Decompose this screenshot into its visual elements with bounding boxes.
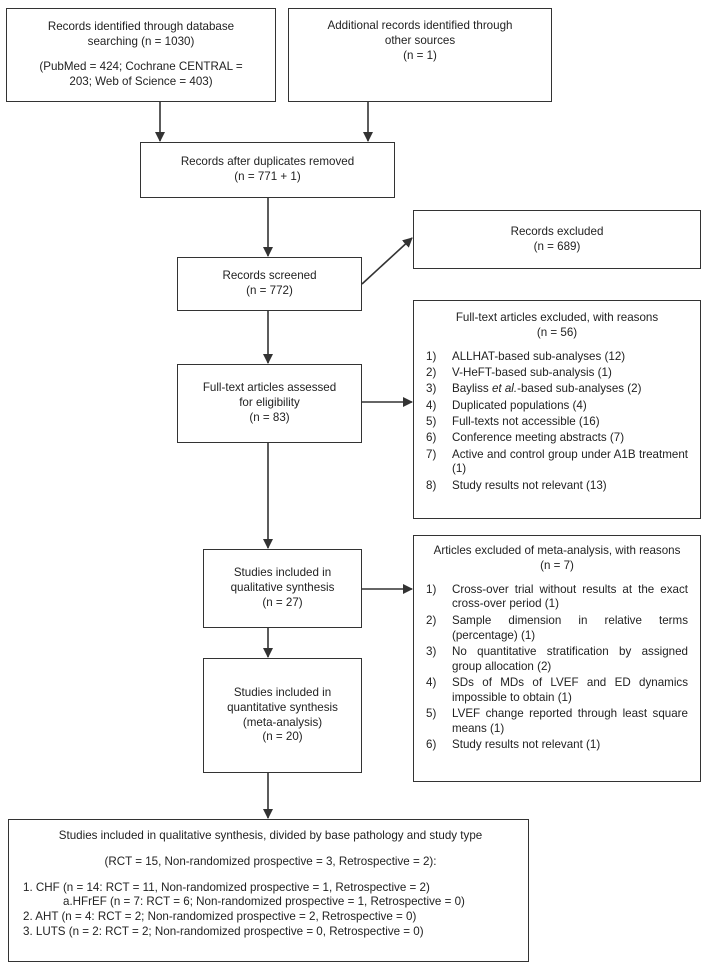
records-identified-database-line1: Records identified through database: [47, 20, 235, 34]
records-excluded-line2: (n = 689): [533, 239, 581, 253]
records-identified-other-box: Additional records identified through ot…: [288, 8, 552, 102]
list-item: 3)No quantitative stratification by assi…: [426, 644, 688, 673]
qualitative-synthesis-line2: qualitative synthesis: [230, 581, 335, 595]
records-identified-other-line2: other sources: [384, 33, 456, 47]
final-item-aht: 2. AHT (n = 4: RCT = 2; Non-randomized p…: [23, 910, 417, 924]
fulltext-assessed-box: Full-text articles assessed for eligibil…: [177, 364, 362, 443]
list-item: 8)Study results not relevant (13): [426, 478, 607, 492]
records-identified-database-line4: 203; Web of Science = 403): [69, 74, 213, 88]
final-included-box: Studies included in qualitative synthesi…: [8, 819, 529, 962]
quantitative-synthesis-line4: (n = 20): [262, 730, 303, 744]
quantitative-synthesis-line1: Studies included in: [233, 685, 332, 699]
meta-excluded-title: Articles excluded of meta-analysis, with…: [433, 544, 681, 557]
list-item: 1)ALLHAT-based sub-analyses (12): [426, 349, 626, 363]
list-item: 6)Study results not relevant (1): [426, 738, 601, 752]
records-identified-database-box: Records identified through database sear…: [6, 8, 276, 102]
records-identified-other-line1: Additional records identified through: [327, 19, 513, 32]
records-screened-line1: Records screened: [222, 269, 317, 283]
final-item-chf: 1. CHF (n = 14: RCT = 11, Non-randomized…: [23, 880, 430, 894]
list-item: 6)Conference meeting abstracts (7): [426, 431, 625, 445]
final-included-title: Studies included in qualitative synthesi…: [58, 829, 483, 842]
list-item: 4)Duplicated populations (4): [426, 398, 587, 412]
fulltext-excluded-count: (n = 56): [536, 325, 578, 339]
list-item: 4)SDs of MDs of LVEF and ED dynamics imp…: [426, 676, 688, 704]
records-identified-database-line2: searching (n = 1030): [87, 35, 195, 49]
final-item-hfref: a.HFrEF (n = 7: RCT = 6; Non-randomized …: [63, 895, 465, 909]
list-item: 3)Bayliss et al.-based sub-analyses (2): [426, 382, 642, 396]
meta-excluded-box: Articles excluded of meta-analysis, with…: [413, 535, 701, 782]
fulltext-excluded-box: Full-text articles excluded, with reason…: [413, 300, 701, 519]
list-item: 2)Sample dimension in relative terms (pe…: [426, 613, 688, 642]
meta-excluded-count: (n = 7): [540, 558, 574, 572]
records-identified-database-line3: (PubMed = 424; Cochrane CENTRAL =: [39, 60, 243, 73]
fulltext-assessed-line3: (n = 83): [249, 410, 290, 424]
final-included-summary: (RCT = 15, Non-randomized prospective = …: [104, 854, 437, 868]
records-identified-other-line3: (n = 1): [403, 48, 437, 62]
records-excluded-box: Records excluded (n = 689): [413, 210, 701, 269]
records-screened-line2: (n = 772): [246, 284, 293, 297]
meta-excluded-reasons-list: 1)Cross-over trial without results at th…: [426, 583, 688, 754]
list-item: 2)V-HeFT-based sub-analysis (1): [426, 365, 612, 379]
records-after-duplicates-box: Records after duplicates removed (n = 77…: [140, 142, 395, 198]
records-screened-box: Records screened (n = 772): [177, 257, 362, 311]
qualitative-synthesis-line3: (n = 27): [262, 595, 303, 609]
qualitative-synthesis-box: Studies included in qualitative synthesi…: [203, 549, 362, 628]
quantitative-synthesis-line3: (meta-analysis): [242, 715, 323, 729]
fulltext-assessed-line2: for eligibility: [239, 396, 300, 410]
arrow-screened-to-excluded: [361, 237, 413, 285]
qualitative-synthesis-line1: Studies included in: [233, 566, 332, 580]
list-item: 5)Full-texts not accessible (16): [426, 414, 600, 428]
records-after-duplicates-line2: (n = 771 + 1): [234, 170, 301, 183]
list-item: 1)Cross-over trial without results at th…: [426, 582, 688, 611]
records-excluded-line1: Records excluded: [510, 224, 604, 238]
records-after-duplicates-line1: Records after duplicates removed: [180, 155, 355, 169]
fulltext-excluded-reasons-list: 1)ALLHAT-based sub-analyses (12) 2)V-HeF…: [426, 350, 688, 494]
quantitative-synthesis-line2: quantitative synthesis: [227, 700, 338, 714]
list-item: 7)Active and control group under A1B tre…: [426, 447, 688, 476]
fulltext-assessed-line1: Full-text articles assessed: [202, 381, 337, 395]
fulltext-excluded-title: Full-text articles excluded, with reason…: [455, 311, 659, 324]
quantitative-synthesis-box: Studies included in quantitative synthes…: [203, 658, 362, 773]
final-item-luts: 3. LUTS (n = 2: RCT = 2; Non-randomized …: [23, 925, 424, 939]
list-item: 5)LVEF change reported through least squ…: [426, 707, 688, 736]
